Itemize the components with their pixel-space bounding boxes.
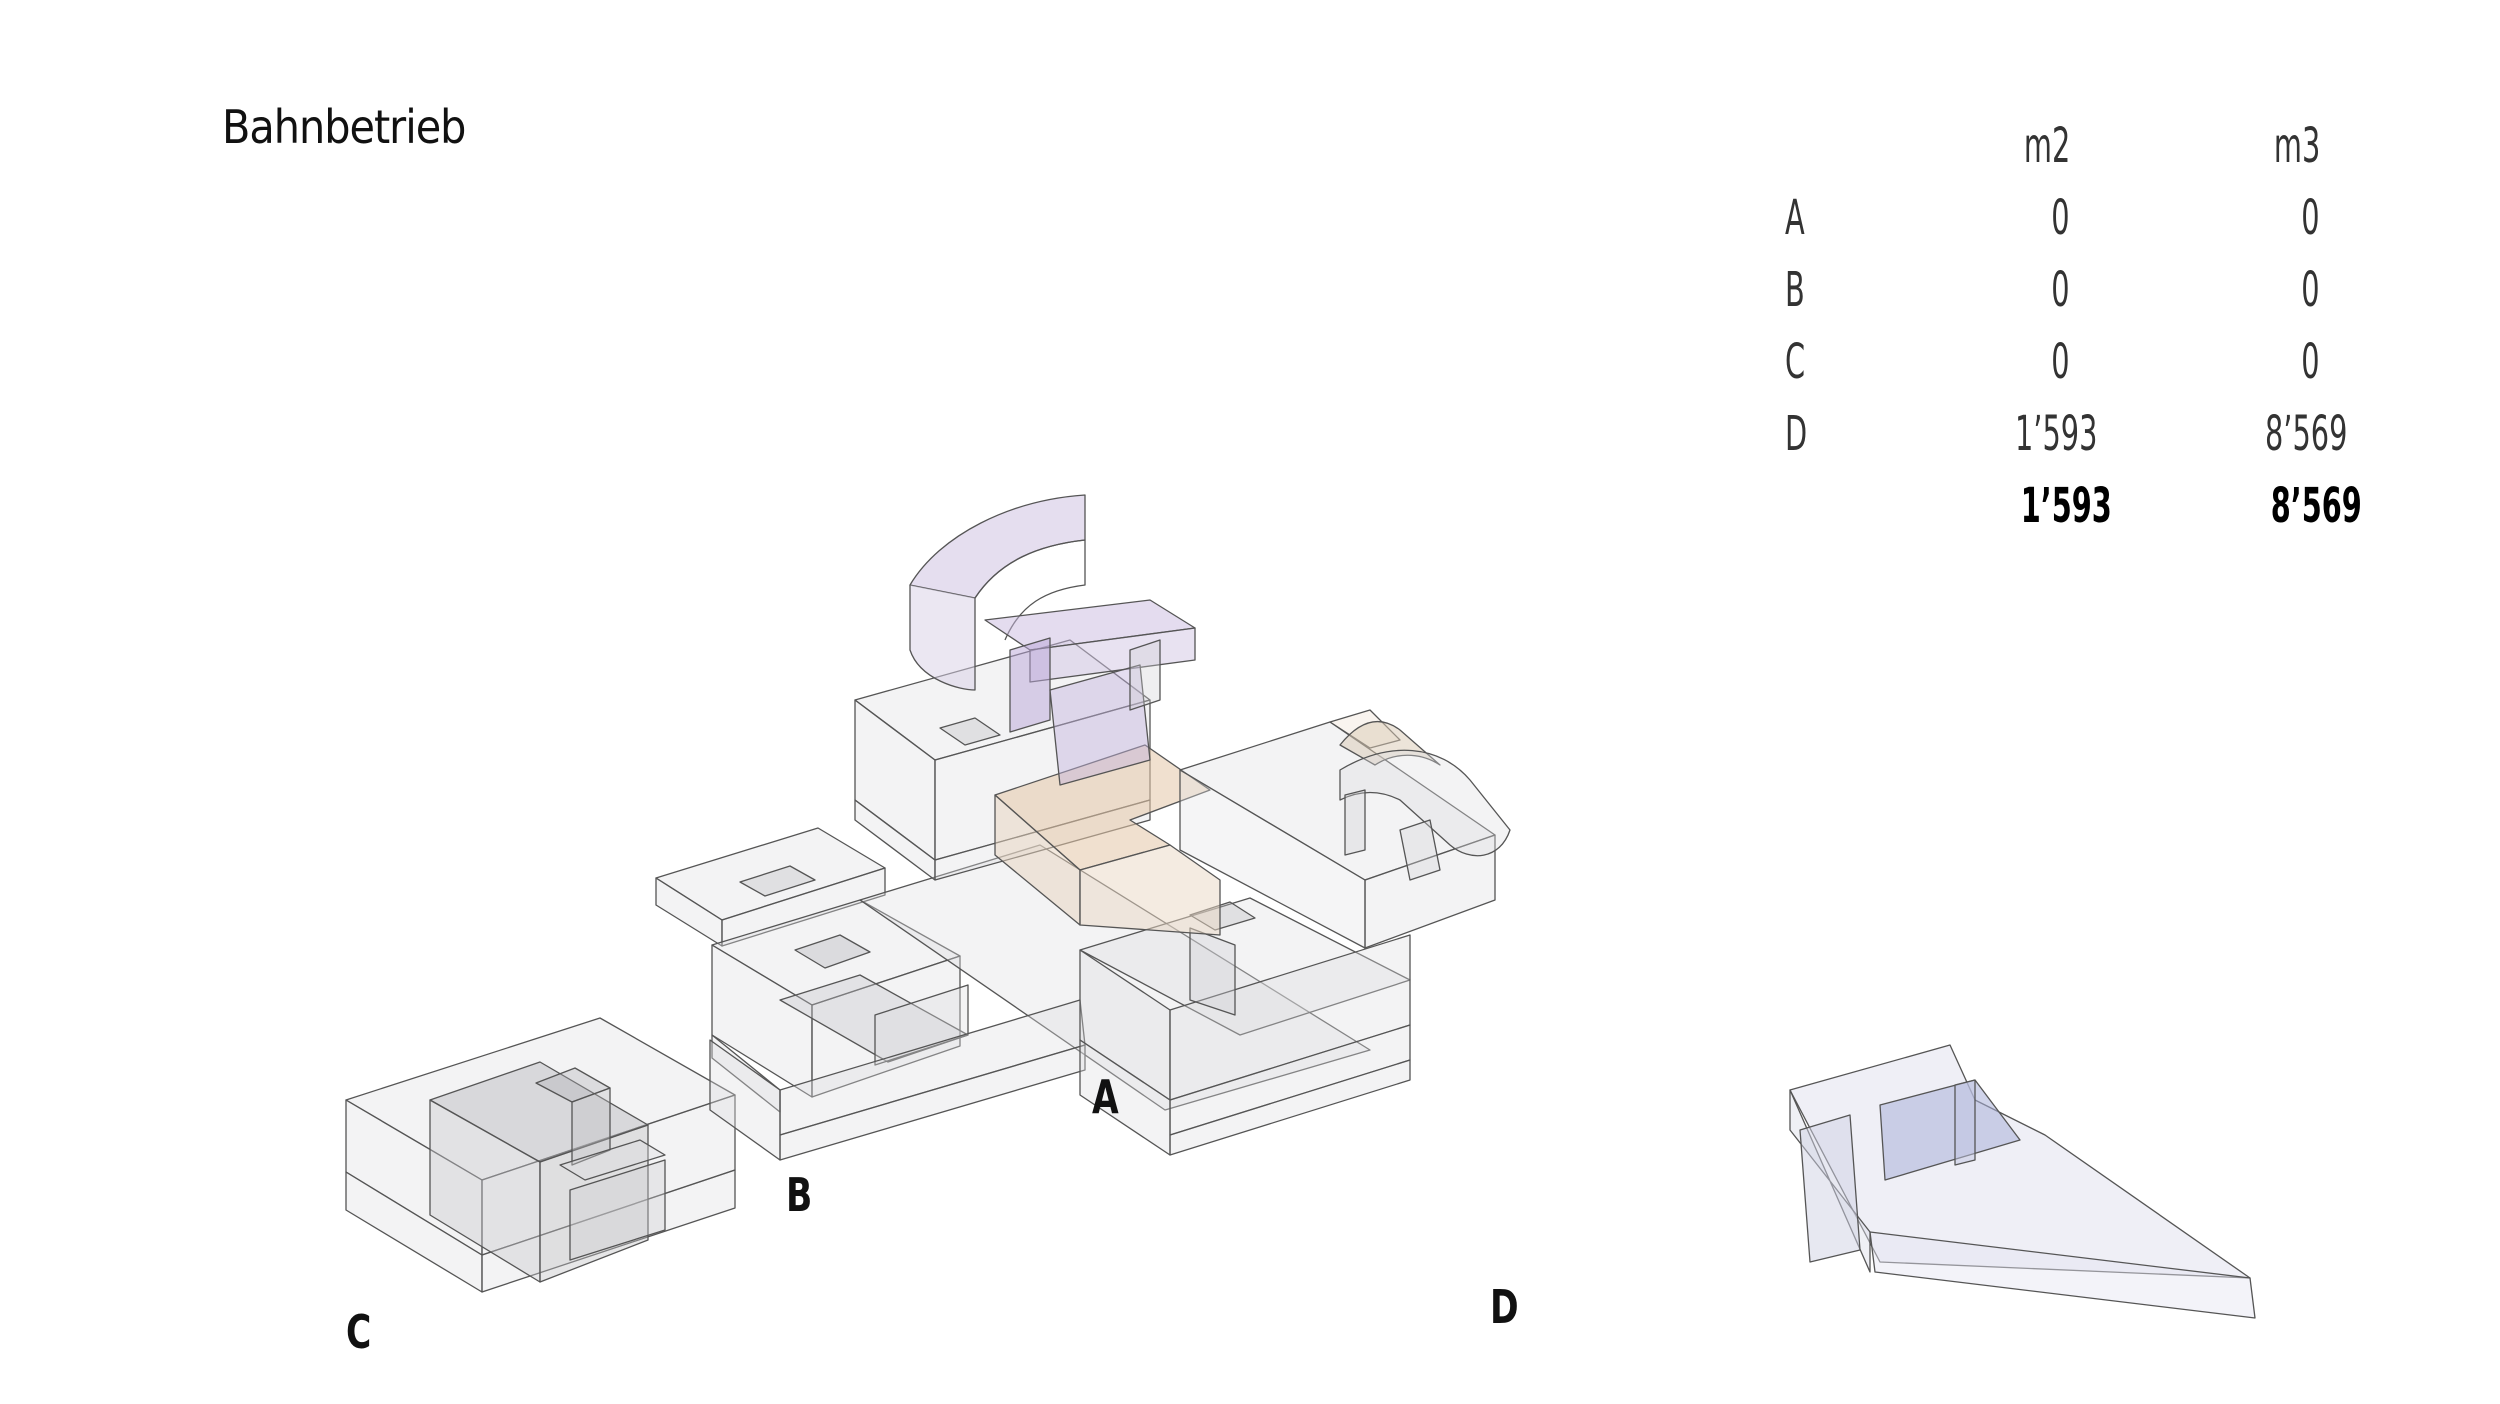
table-header-m2: m2 bbox=[2023, 118, 2070, 174]
table-cell-m2: 0 bbox=[2051, 262, 2070, 318]
table-row-label: D bbox=[1785, 406, 1808, 462]
table-cell-m3: 0 bbox=[2301, 334, 2320, 390]
table-cell-m3: 8’569 bbox=[2264, 406, 2348, 462]
table-cell-m2: 0 bbox=[2051, 190, 2070, 246]
block-label-d: D bbox=[1490, 1280, 1519, 1334]
block-a-volume bbox=[709, 494, 1511, 1161]
table-header-m3: m3 bbox=[2273, 118, 2320, 174]
table-cell-m3: 0 bbox=[2301, 262, 2320, 318]
table-row-label: A bbox=[1785, 190, 1805, 246]
table-row-label: C bbox=[1785, 334, 1806, 390]
table-cell-m2: 1’593 bbox=[2014, 406, 2098, 462]
page-title: Bahnbetrieb bbox=[222, 100, 466, 154]
table-cell-m3: 0 bbox=[2301, 190, 2320, 246]
table-total-m2: 1’593 bbox=[2020, 478, 2112, 534]
table-total-m3: 8’569 bbox=[2270, 478, 2362, 534]
table-cell-m2: 0 bbox=[2051, 334, 2070, 390]
block-label-c: C bbox=[346, 1305, 372, 1359]
block-c-volume bbox=[345, 1017, 736, 1293]
block-label-a: A bbox=[1092, 1070, 1119, 1124]
table-row-label: B bbox=[1785, 262, 1805, 318]
block-d-volume bbox=[1789, 1044, 2256, 1319]
block-label-b: B bbox=[786, 1168, 813, 1222]
